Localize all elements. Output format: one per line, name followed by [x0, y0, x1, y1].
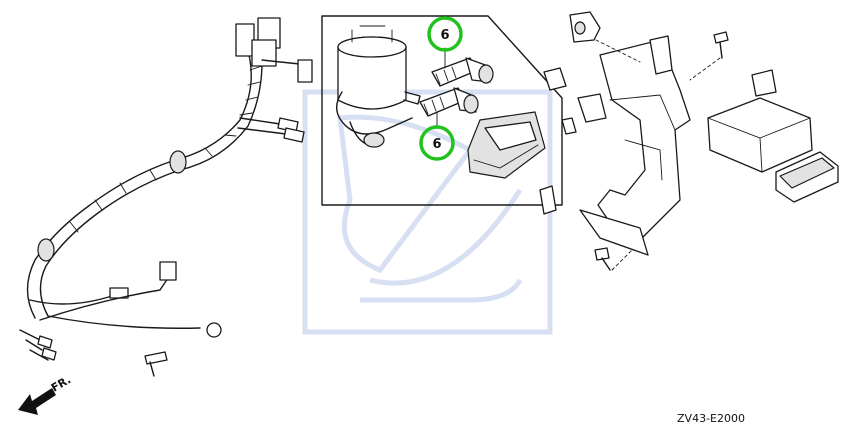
ignition-coil: [336, 25, 421, 148]
direction-label: FR.: [49, 373, 73, 394]
wire-harness: [19, 17, 313, 377]
spark-plug-cap-upper: [431, 57, 494, 87]
hardware-parts: [543, 11, 777, 271]
coil-holder: [467, 111, 546, 179]
control-module: [707, 97, 813, 173]
spark-plug-cap-lower: [419, 87, 479, 117]
mounting-bracket: [579, 35, 691, 256]
detail-inset-border: [321, 15, 563, 206]
highlight-ring-lower: [419, 125, 455, 161]
callout-label-lower: 6: [432, 137, 441, 152]
wire-clip: [539, 185, 557, 215]
leader-lines: [595, 39, 721, 271]
callout-6-lower: 6: [419, 111, 455, 161]
diagram-code: ZV43-E2000: [677, 412, 745, 425]
callout-6-upper: 6: [427, 16, 463, 69]
callout-label-upper: 6: [440, 28, 449, 43]
front-direction-arrow: FR.: [18, 373, 73, 415]
highlight-ring-upper: [427, 16, 463, 52]
rubber-sleeve: [775, 151, 839, 203]
